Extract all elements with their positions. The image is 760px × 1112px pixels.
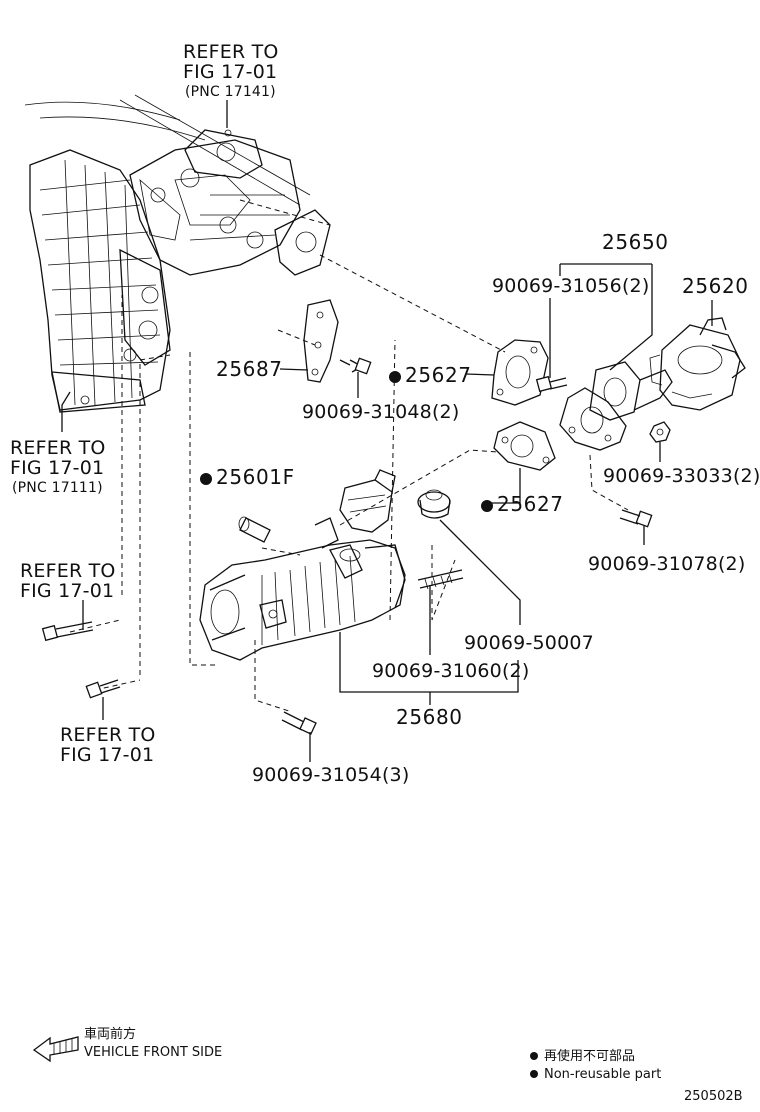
- bolt-31048-drawing: [339, 357, 372, 375]
- ref-left-pnc: (PNC 17111): [12, 480, 103, 496]
- label-90069-33033: 90069-33033(2): [603, 465, 760, 487]
- gasket-upper-drawing: [491, 339, 549, 406]
- label-25620: 25620: [682, 274, 749, 298]
- label-25627-upper-text: 25627: [405, 363, 472, 387]
- label-90069-31056: 90069-31056(2): [492, 275, 650, 297]
- ref-left-line2: FIG 17-01: [10, 457, 105, 479]
- non-reusable-dot-icon: [389, 371, 401, 383]
- label-25680: 25680: [396, 705, 463, 729]
- engine-block-illustration: [24, 94, 331, 413]
- grommet-drawing: [417, 489, 451, 519]
- stud-31060-drawing: [417, 569, 464, 590]
- label-25627-lower: 25627: [481, 494, 564, 514]
- gasket-lower-drawing: [493, 421, 556, 471]
- ref-top-line1: REFER TO: [183, 41, 279, 63]
- label-25650: 25650: [602, 230, 669, 254]
- ref-top-line2: FIG 17-01: [183, 61, 278, 83]
- assembly-guide-lines: [69, 199, 629, 713]
- bracket-drawing: [303, 299, 339, 383]
- label-25687: 25687: [216, 357, 283, 381]
- label-90069-31048: 90069-31048(2): [302, 401, 460, 423]
- figure-code: 250502B: [684, 1089, 743, 1104]
- label-90069-50007: 90069-50007: [464, 632, 594, 654]
- egr-valve-drawing: [559, 317, 746, 451]
- ref-bottom-left-line1: REFER TO: [60, 724, 156, 746]
- ref-mid-left-line2: FIG 17-01: [20, 580, 115, 602]
- pipe-25601F-drawing: [238, 516, 271, 543]
- label-90069-31060: 90069-31060(2): [372, 660, 530, 682]
- legend-jp-text: 再使用不可部品: [544, 1049, 636, 1064]
- non-reusable-dot-icon: [481, 500, 493, 512]
- ref-bottom-left-line2: FIG 17-01: [60, 744, 155, 766]
- label-90069-31078: 90069-31078(2): [588, 553, 746, 575]
- non-reusable-dot-icon: [200, 473, 212, 485]
- ref-mid-left-line1: REFER TO: [20, 560, 116, 582]
- legend-dot-icon: [530, 1052, 538, 1060]
- bolt-ref-bottom-drawing: [85, 679, 121, 699]
- label-25601F: 25601F: [200, 467, 295, 487]
- nut-33033-drawing: [649, 421, 671, 443]
- bolt-ref-mid-drawing: [41, 621, 94, 642]
- vehicle-front-side-en: VEHICLE FRONT SIDE: [84, 1045, 223, 1060]
- label-90069-31054: 90069-31054(3): [252, 764, 410, 786]
- legend-dot-icon: [530, 1070, 538, 1078]
- bolt-31056-drawing: [535, 375, 568, 393]
- vehicle-front-arrow-icon: [32, 1036, 79, 1063]
- ref-left-line1: REFER TO: [10, 437, 106, 459]
- egr-cooler-drawing: [199, 469, 406, 661]
- vehicle-front-side-jp: 車両前方: [84, 1027, 137, 1042]
- label-25601F-text: 25601F: [216, 465, 295, 489]
- legend-non-reusable-jp: 再使用不可部品: [530, 1049, 635, 1065]
- bolt-31054-drawing: [281, 711, 317, 735]
- label-25627-lower-text: 25627: [497, 492, 564, 516]
- legend-en-text: Non-reusable part: [544, 1067, 662, 1082]
- bolt-31078-drawing: [619, 509, 653, 528]
- legend-non-reusable-en: Non-reusable part: [530, 1067, 661, 1083]
- label-25627-upper: 25627: [389, 365, 472, 385]
- leader-lines: [61, 100, 713, 762]
- ref-top-pnc: (PNC 17141): [185, 84, 276, 100]
